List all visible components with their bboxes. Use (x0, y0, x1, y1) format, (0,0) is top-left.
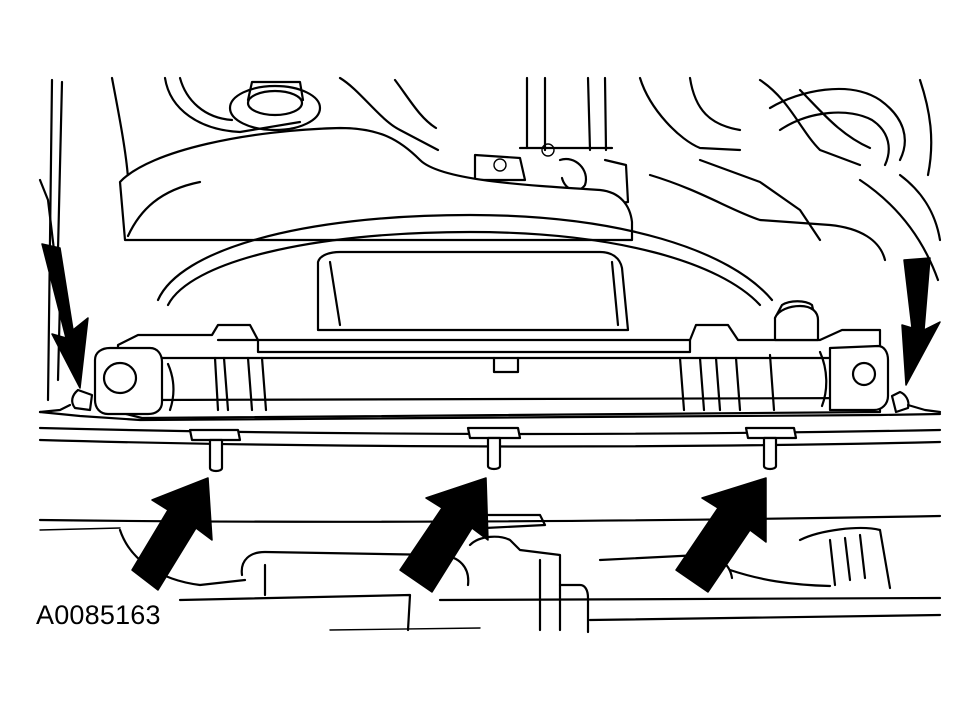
engine-background (38, 76, 942, 402)
left-side-clip (38, 388, 94, 414)
push-pin-center (466, 426, 522, 471)
arrow-lower-center (399, 477, 489, 593)
right-side-clip (890, 390, 942, 414)
figure-id-label: A0085163 (36, 600, 161, 630)
arrow-upper-left (41, 243, 89, 389)
push-pin-left (188, 428, 242, 473)
fan-shroud (118, 126, 817, 332)
arrow-lower-right (675, 477, 767, 593)
push-pin-right (744, 426, 798, 471)
arrow-lower-left (131, 477, 213, 591)
arrow-upper-right (901, 257, 941, 386)
radiator-upper-support (93, 304, 890, 420)
